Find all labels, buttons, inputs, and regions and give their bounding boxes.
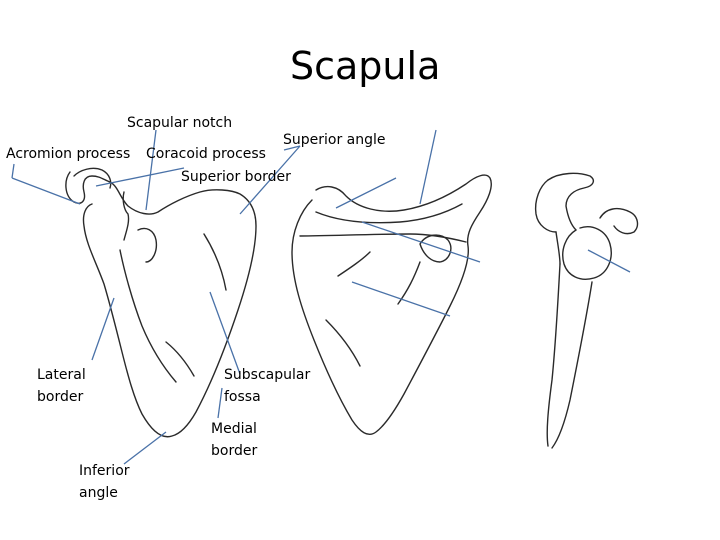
- label-superior-angle: Superior angle: [283, 132, 386, 148]
- label-inferior-angle-line2: angle: [79, 485, 118, 501]
- pointer-posterior-glenoid: [361, 221, 481, 263]
- pointer-lines: [11, 129, 631, 465]
- label-inferior-angle-line1: Inferior: [79, 463, 130, 479]
- pointer-scapular-notch: [145, 129, 157, 211]
- label-lateral-border-line2: border: [37, 389, 84, 405]
- pointer-acromion: [11, 163, 81, 205]
- label-subscapular-fossa-line2: fossa: [224, 389, 261, 405]
- pointer-coracoid: [95, 167, 185, 187]
- label-lateral-border-line1: Lateral: [37, 367, 86, 383]
- scapula-lateral-view: [534, 172, 639, 449]
- label-subscapular-fossa-line1: Subscapular: [224, 367, 311, 383]
- pointer-subscapular-fossa: [209, 291, 241, 375]
- label-coracoid-process: Coracoid process: [146, 146, 266, 162]
- label-medial-border-line1: Medial: [211, 421, 257, 437]
- pointer-medial-border: [217, 387, 223, 419]
- pointer-posterior-fossa: [351, 281, 451, 317]
- scapula-anterior-view: [65, 167, 257, 438]
- pointer-superior-angle: [239, 145, 301, 215]
- scapula-posterior-view: [291, 174, 492, 436]
- pointer-lateral-glenoid: [587, 249, 631, 273]
- label-superior-border: Superior border: [181, 169, 291, 185]
- page-title: Scapula: [290, 44, 441, 88]
- label-acromion-process: Acromion process: [6, 146, 131, 162]
- pointer-superior-border: [335, 177, 397, 209]
- label-scapular-notch: Scapular notch: [127, 115, 233, 131]
- pointer-lateral-border: [91, 297, 115, 361]
- pointer-posterior-spine: [419, 129, 437, 205]
- pointer-inferior-angle: [123, 431, 167, 465]
- label-medial-border-line2: border: [211, 443, 258, 459]
